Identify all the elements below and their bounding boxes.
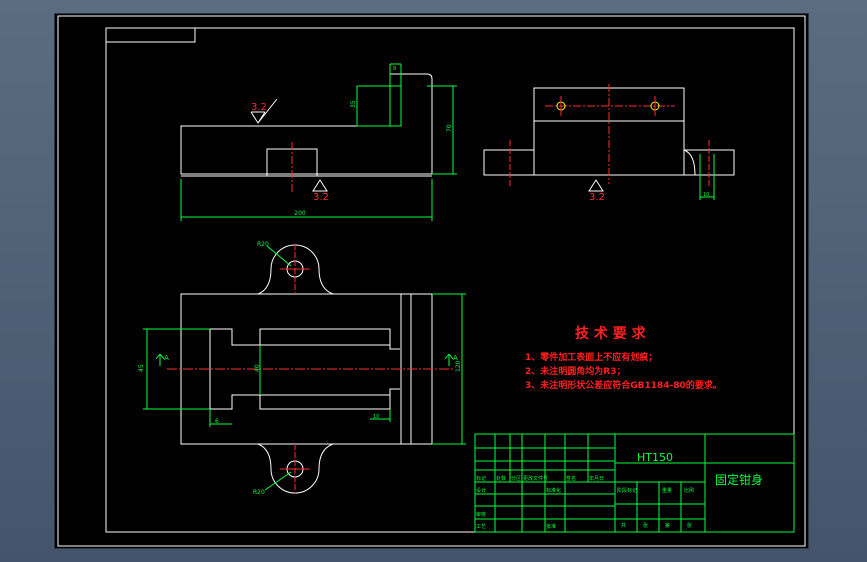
- label-shenhe: 审核: [476, 511, 486, 518]
- title-block-left-labels: 设计 审核 工艺: [476, 487, 486, 530]
- section-symbol-right: A: [444, 353, 458, 366]
- dim-radius-bottom-text: R20: [253, 489, 265, 496]
- dim-boss-width-text: 9: [393, 66, 396, 72]
- engineering-drawing: 200 70 35 9 3.2 3.2: [57, 15, 806, 547]
- label-chushu: 处数: [496, 475, 506, 482]
- dim-left-vertical-text: 45: [138, 364, 145, 372]
- surface-finish-value-1: 3.2: [251, 102, 267, 113]
- dim-top-length-text: 200: [294, 210, 306, 217]
- label-pizhun: 批准: [546, 523, 556, 530]
- tech-requirements-title: 技 术 要 求: [575, 325, 647, 342]
- front-view: 200 70 35 9 3.2 3.2: [180, 63, 457, 221]
- dim-radius-top-leader: [266, 245, 292, 267]
- title-block-part-name: 固定钳身: [715, 472, 763, 487]
- label-zhang-1: 张: [643, 522, 648, 529]
- label-gengai: 更改文件号: [523, 475, 548, 482]
- surface-finish-symbol-1: 3.2: [250, 98, 278, 124]
- label-zhongliang: 重量: [662, 487, 672, 494]
- dim-boss-height-text: 35: [350, 100, 357, 108]
- title-block-mid-labels: 标准化 批准: [546, 487, 561, 530]
- dim-top-height-text: 70: [446, 124, 453, 132]
- front-view-boss: [356, 85, 402, 127]
- side-view-break-curve: [683, 149, 696, 176]
- label-biaoji: 标记: [476, 475, 486, 482]
- section-label-left: A: [164, 354, 169, 362]
- title-block-sheet-labels: 共 张 第 张: [621, 522, 692, 529]
- top-view-channel: [209, 328, 400, 410]
- tech-requirement-1: 1、零件加工表面上不应有划痕；: [525, 351, 657, 363]
- outer-border: [57, 15, 806, 547]
- label-fenqu: 分区: [511, 475, 521, 482]
- front-view-outline: [180, 73, 433, 175]
- dim-right-vertical-text: 120: [455, 360, 462, 372]
- tech-requirements: 技 术 要 求 1、零件加工表面上不应有划痕； 2、未注明圆角均为R3； 3、未…: [525, 325, 722, 391]
- dim-center-vertical-text: 40: [254, 364, 261, 372]
- tech-requirement-3: 3、未注明形状公差应符合GB1184-80的要求。: [525, 379, 722, 391]
- top-view: 45 40 120 6 10 R20 R20 A A: [138, 241, 466, 496]
- title-block-stage-labels: 阶段标记 重量 比例: [617, 487, 694, 494]
- surface-finish-symbol-3: 3.2: [588, 179, 605, 203]
- label-zhang-2: 张: [687, 522, 692, 529]
- section-symbol-left: A: [155, 353, 169, 366]
- dim-bottom-small-1-text: 6: [215, 418, 219, 425]
- title-block-material: HT150: [637, 451, 673, 464]
- surface-finish-symbol-2: 3.2: [312, 179, 329, 203]
- label-bili: 比例: [684, 487, 694, 494]
- label-biaozhunhua: 标准化: [546, 487, 561, 494]
- label-jieduan: 阶段标记: [617, 487, 637, 494]
- drawing-canvas: 200 70 35 9 3.2 3.2: [55, 14, 808, 548]
- title-block-row-labels: 标记 处数 分区 更改文件号 签名 年月日: [476, 475, 604, 482]
- title-block: [474, 433, 795, 533]
- dim-radius-bottom-leader: [264, 471, 292, 491]
- label-sheji: 设计: [476, 487, 486, 494]
- dim-radius-top-text: R20: [257, 241, 269, 248]
- label-gongyi: 工艺: [476, 524, 486, 530]
- label-qianming: 签名: [566, 475, 576, 482]
- tech-requirement-2: 2、未注明圆角均为R3；: [525, 365, 625, 377]
- dim-right-small-text: 10: [703, 192, 709, 198]
- corner-label-box: [105, 27, 196, 43]
- label-nianyueri: 年月日: [589, 475, 604, 482]
- label-di: 第: [665, 522, 670, 529]
- surface-finish-value-3: 3.2: [589, 192, 605, 203]
- side-view: 10 3.2: [483, 84, 735, 203]
- surface-finish-value-2: 3.2: [313, 192, 329, 203]
- inner-border: [105, 27, 795, 533]
- dim-bottom-small-2-text: 10: [373, 414, 379, 420]
- section-label-right: A: [453, 354, 458, 362]
- label-gong: 共: [621, 522, 626, 529]
